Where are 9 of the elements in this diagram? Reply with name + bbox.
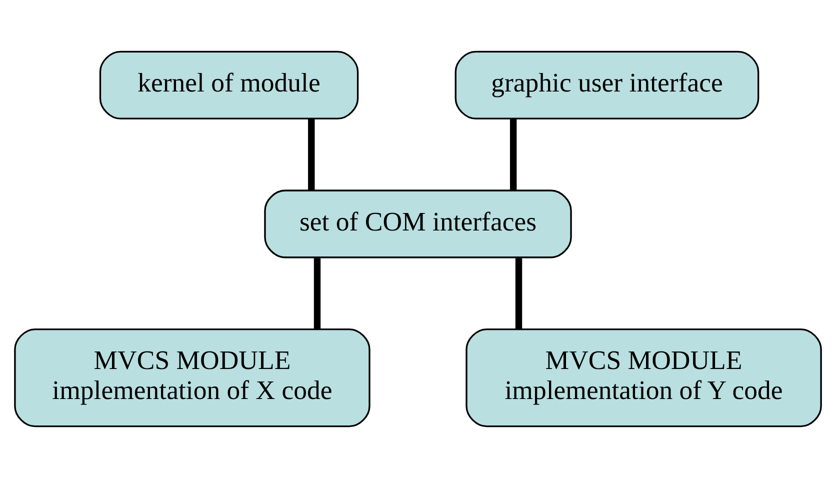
connector	[308, 118, 315, 190]
connector	[314, 258, 321, 329]
node-box: MVCS MODULE implementation of X code	[14, 328, 370, 427]
node-box: kernel of module	[99, 50, 359, 119]
connector	[510, 118, 517, 190]
node-box: MVCS MODULE implementation of Y code	[466, 328, 822, 427]
node-box: set of COM interfaces	[264, 189, 572, 258]
node-box: graphic user interface	[454, 50, 760, 119]
connector	[515, 258, 522, 329]
